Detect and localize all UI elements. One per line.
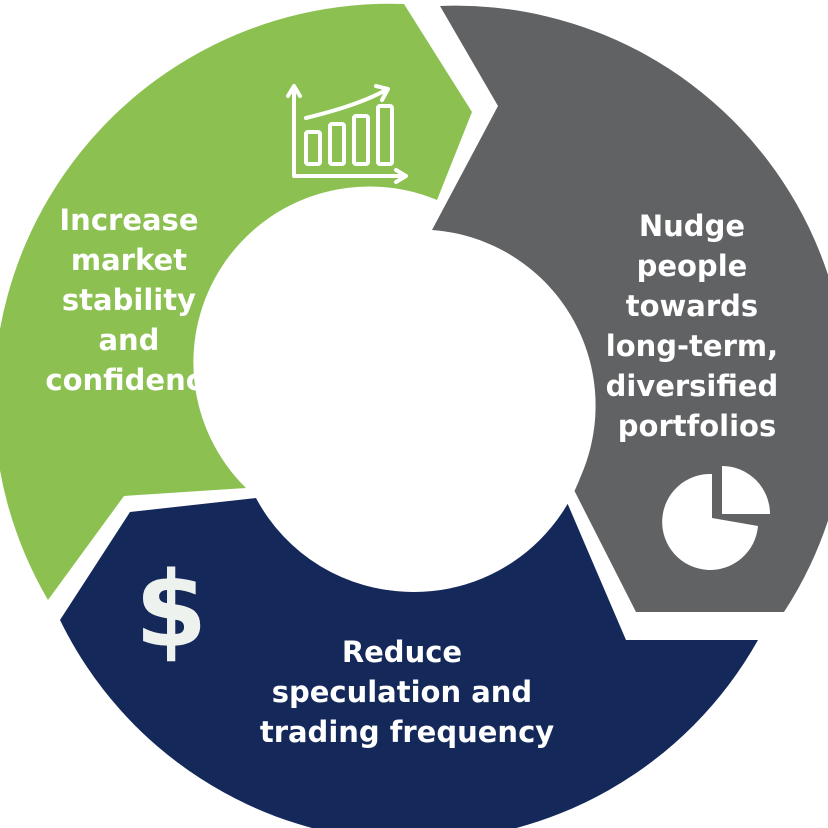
reduce-line-1: Reduce (342, 635, 462, 669)
nudge-line-1: Nudge (639, 209, 745, 243)
segment-reduce: $ Reduce speculation and trading frequen… (60, 498, 758, 828)
stability-line-2: market (71, 243, 187, 277)
nudge-line-4: long-term, (606, 329, 778, 363)
segment-stability: Increase market stability and confidence (0, 3, 472, 600)
nudge-label: Nudge people towards long-term, diversif… (606, 209, 789, 443)
center-hole (236, 236, 592, 592)
nudge-line-2: people (637, 249, 748, 283)
nudge-line-3: towards (626, 289, 758, 323)
pie-chart-icon (662, 466, 770, 570)
nudge-line-6: portfolios (618, 409, 776, 443)
reduce-line-3: trading frequency (260, 715, 554, 749)
stability-label: Increase market stability and confidence (45, 203, 222, 397)
dollar-sign-icon: $ (135, 549, 207, 671)
nudge-line-5: diversified (606, 369, 779, 403)
stability-line-5: confidence (45, 363, 222, 397)
stability-line-1: Increase (59, 203, 198, 237)
segment-nudge: Nudge people towards long-term, diversif… (432, 5, 828, 612)
segment-reduce-shape (60, 498, 758, 828)
stability-line-4: and (98, 323, 159, 357)
segment-nudge-shape (432, 5, 828, 612)
stability-line-3: stability (62, 283, 196, 317)
bar-chart-growth-icon (286, 84, 408, 184)
reduce-label: Reduce speculation and trading frequency (260, 635, 554, 749)
reduce-line-2: speculation and (272, 675, 532, 709)
